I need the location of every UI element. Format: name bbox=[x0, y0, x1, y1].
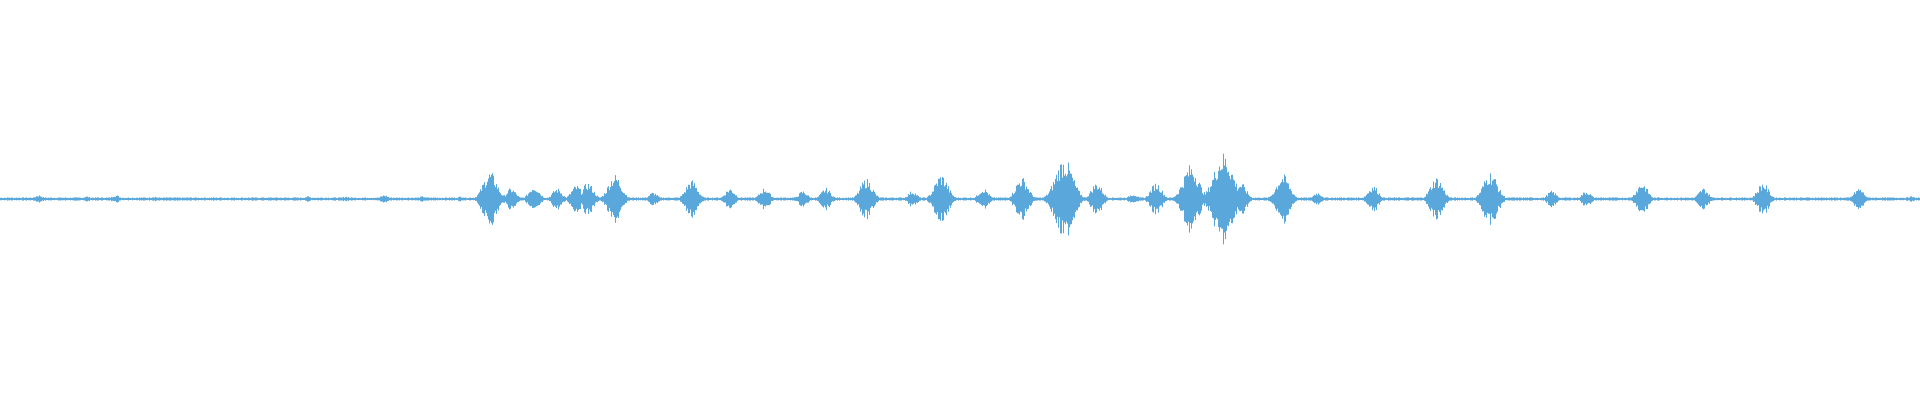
waveform-path bbox=[0, 153, 1920, 245]
waveform-peaks bbox=[0, 153, 1920, 245]
